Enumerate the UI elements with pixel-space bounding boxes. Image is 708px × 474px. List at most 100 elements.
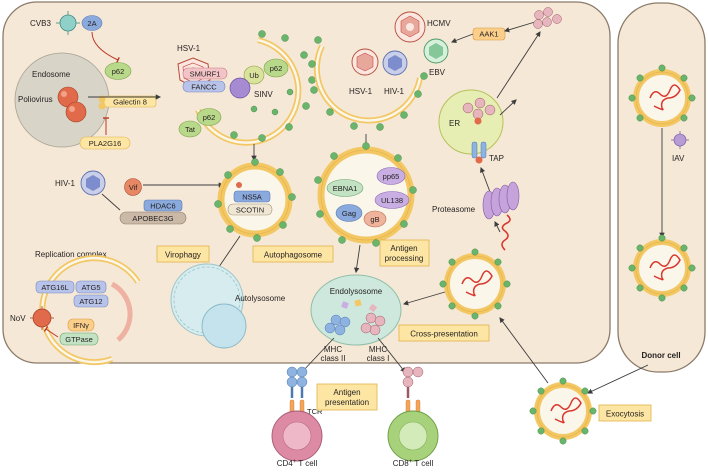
hiv1-mid-virus-icon: [382, 50, 408, 76]
endolysosome-label: Endolysosome: [330, 287, 383, 296]
ebv-virus-icon: [423, 38, 449, 64]
atg12-label: ATG12: [79, 297, 102, 306]
cross-presentation-dots: [439, 248, 511, 320]
gb-label: gB: [370, 215, 379, 224]
tap-transporter-icon: [471, 141, 487, 164]
p62-protein-low: [196, 108, 222, 126]
peptide-cluster-top: [533, 7, 562, 29]
hiv1-to-apobec3g-line: [101, 193, 121, 211]
antigen-presentation-label-2: presentation: [325, 398, 369, 407]
cd4-t-cell-nucleus: [282, 421, 312, 451]
fancc-label: FANCC: [191, 83, 217, 92]
gtpase-label: GTPase: [65, 335, 93, 344]
autophagosome-label: Autophagosome: [264, 251, 323, 260]
nov-label: NoV: [10, 314, 26, 323]
virus-phagophore-dots: [308, 36, 428, 131]
donor-cell-label: Donor cell: [641, 351, 680, 360]
antigen-presentation-label-1: Antigen: [333, 388, 360, 397]
autolysosome-label: Autolysosome: [235, 294, 286, 303]
tcr-label: TCR: [307, 407, 323, 416]
p62-label-low: p62: [203, 113, 216, 122]
er-peptide-red: [474, 117, 482, 125]
donor-autophagosome-bottom-dots: [628, 234, 696, 302]
tat-label: Tat: [185, 125, 196, 134]
exocytosis-to-cross-presentation-arrow: [499, 317, 549, 384]
donor-to-exocytosis-arrow: [587, 364, 649, 394]
hiv1-left-label: HIV-1: [55, 179, 76, 188]
endosome-label: Endosome: [32, 70, 71, 79]
gb-protein: [363, 210, 387, 228]
exocytosis-rna: [550, 397, 582, 424]
antigen-processing-label-2: processing: [385, 254, 424, 263]
p62-label-ring: p62: [270, 64, 283, 73]
2a-inhibits-p62: [91, 31, 120, 64]
exocytosis-box: [598, 404, 652, 422]
poliovirus-icon: [57, 86, 87, 123]
hdac6-box: [143, 199, 183, 212]
er-to-peptides-arrow: [496, 31, 541, 99]
tap-label: TAP: [489, 154, 504, 163]
hdac6-label: HDAC6: [150, 202, 175, 211]
proteasome-to-tap-arrow: [479, 166, 491, 193]
smurf1-label: SMURF1: [190, 70, 221, 79]
antigen-autophagosome-dots: [314, 142, 417, 247]
exocytosis-label: Exocytosis: [606, 410, 644, 419]
cross-presentation-to-endolysosome-arrow: [402, 291, 446, 306]
pp65-label: pp65: [383, 172, 400, 181]
tcr-cd8-receptor-icon: [405, 399, 421, 415]
proteasome-icon: [482, 181, 520, 220]
donor-rna-top: [649, 84, 681, 111]
tcr-receptor-icon: [289, 399, 305, 415]
endolysosome-fragments: [341, 299, 378, 313]
donor-autophagosome-top-dots: [628, 64, 696, 122]
protein-to-proteasome-rna: [501, 214, 511, 251]
iav-virus-icon: [671, 131, 689, 149]
mhc-class-i-label-2: class I: [367, 354, 390, 363]
ifng-label: IFNγ: [73, 321, 89, 330]
donor-cell: [617, 2, 706, 373]
apobec3g-label: APOBEC3G: [132, 214, 173, 223]
cd8-t-cell-nucleus: [398, 421, 428, 451]
vif-protein: [124, 178, 142, 196]
cross-presentation-rna: [461, 270, 493, 297]
galectin8-label: Galectin 8: [113, 98, 147, 107]
er-inhibit-line: [499, 99, 517, 116]
atg12-box: [73, 294, 109, 308]
cross-presentation-box: [398, 324, 490, 342]
ub-protein: [243, 65, 265, 85]
atg16l-label: ATG16L: [41, 283, 68, 292]
mhc-i-receptor-icon: [402, 366, 424, 398]
donor-rna-bottom: [649, 254, 681, 281]
endolysosome: [310, 274, 402, 346]
ebna1-label: EBNA1: [333, 184, 358, 193]
ifng-box: [67, 318, 95, 332]
nov-virus-icon: [30, 306, 54, 330]
ul138-label: UL138: [381, 196, 403, 205]
cvb3-label: CVB3: [30, 19, 51, 28]
ebna1-protein: [326, 179, 364, 197]
fancc-box: [182, 80, 226, 93]
peptides-to-aak1-arrow: [503, 21, 536, 33]
ebv-label: EBV: [429, 68, 446, 77]
replication-membrane-inner: [110, 281, 133, 342]
iav-label: IAV: [672, 154, 685, 163]
cd8-t-cell-label: CD8+ T cell: [393, 459, 434, 468]
vif-label: Vif: [129, 183, 139, 192]
hiv1-left-virus-icon: [80, 170, 106, 196]
virophagy-label: Virophagy: [165, 251, 201, 260]
2a-protein: [81, 15, 103, 31]
mhc-class-i-to-cd8-arrow: [377, 337, 406, 373]
antigens-to-endolysosome-arrow: [353, 244, 361, 274]
p62-label-top: p62: [112, 67, 125, 76]
sinv-virus-icon: [229, 77, 251, 99]
2a-label: 2A: [87, 19, 96, 28]
hcmv-label: HCMV: [427, 19, 451, 28]
apobec3g-box: [119, 211, 187, 225]
gag-label: Gag: [342, 209, 356, 218]
autophagosome-box: [252, 245, 334, 263]
mhc-class-i-label-1: MHC: [369, 345, 387, 354]
replication-complex-label: Replication complex: [35, 250, 107, 259]
p62-protein-ring: [263, 58, 289, 78]
antigen-processing-label-1: Antigen: [390, 244, 417, 253]
